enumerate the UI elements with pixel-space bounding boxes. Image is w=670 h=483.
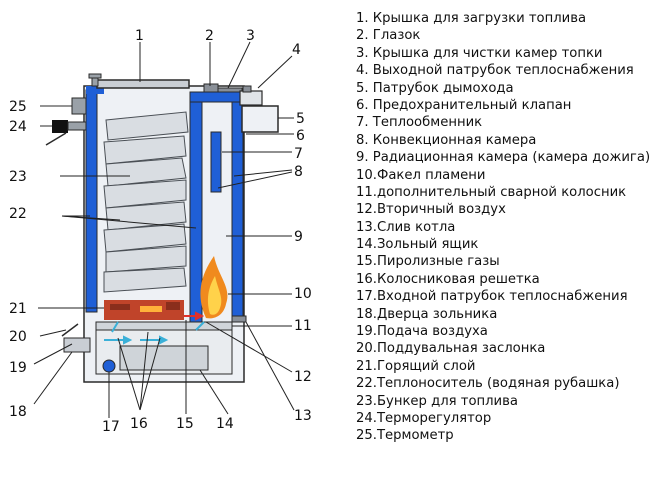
callout-17: 17 [102,419,120,435]
thermoregulator [40,120,87,146]
callout-labels: 1 2 3 4 5 6 7 8 9 10 11 12 13 14 15 16 1… [9,28,312,435]
callout-4: 4 [292,42,301,58]
legend-item: 21.Горящий слой [356,358,476,374]
legend-item: 17.Входной патрубок теплоснабжения [356,289,628,305]
water-jacket-top [86,86,104,94]
boiler-drain [231,315,247,323]
heat-exchanger-tube [210,131,222,193]
legend-item: 8. Конвекционная камера [356,132,537,148]
air-arrows [104,311,205,345]
callout-7: 7 [294,146,303,162]
callout-12: 12 [294,369,312,385]
legend-item: 7. Теплообменник [356,115,483,131]
ash-door [61,323,91,353]
legend-item: 2. Глазок [356,28,421,44]
legend-item: 19.Подача воздуха [356,324,488,340]
water-jacket-left [85,89,98,313]
callout-21: 21 [9,301,27,317]
callout-11: 11 [294,318,312,334]
callout-3: 3 [246,28,255,44]
callout-18: 18 [9,404,27,420]
loading-lid [88,73,190,89]
callout-23: 23 [9,169,27,185]
callout-15: 15 [176,416,194,432]
legend-item: 23.Бункер для топлива [356,393,518,409]
callout-16: 16 [130,416,148,432]
leader-lines [33,41,295,418]
callout-24: 24 [9,119,27,135]
legend-item: 18.Дверца зольника [356,306,498,322]
legend-item: 3. Крышка для чистки камер топки [356,45,603,61]
fuel-wood [103,111,189,293]
callout-5: 5 [296,111,305,127]
callout-8: 8 [294,164,303,180]
callout-6: 6 [296,128,305,144]
thermometer [40,97,87,115]
legend-item: 14.Зольный ящик [356,237,479,253]
legend-item: 12.Вторичный воздух [356,202,506,218]
flame [200,256,228,319]
legend-item: 22.Теплоноситель (водяная рубашка) [356,376,620,392]
top-fittings [203,83,263,106]
callout-1: 1 [135,28,144,44]
callout-22: 22 [9,206,27,222]
legend-item: 24.Терморегулятор [356,410,492,426]
callout-13: 13 [294,408,312,424]
grate-and-ashpan [95,321,233,375]
burning-layer [104,300,184,320]
chimney-pipe [241,105,279,133]
callout-10: 10 [294,286,312,302]
legend-item: 9. Радиационная камера (камера дожига) [356,150,651,166]
legend-item: 4. Выходной патрубок теплоснабжения [356,63,634,79]
heat-exchanger-wall [189,99,203,323]
legend-item: 10.Факел пламени [356,167,486,183]
callout-9: 9 [294,229,303,245]
legend-item: 16.Колосниковая решетка [356,271,540,287]
callout-14: 14 [216,416,234,432]
legend-item: 1. Крышка для загрузки топлива [356,11,587,26]
legend-item: 20.Поддувальная заслонка [356,341,546,357]
inlet-pipe [102,359,116,373]
legend-list: 1. Крышка для загрузки топлива 2. Глазок… [356,10,650,445]
legend-item: 5. Патрубок дымохода [356,80,514,96]
callout-20: 20 [9,329,27,345]
legend-item: 15.Пиролизные газы [356,254,500,270]
legend-item: 6. Предохранительный клапан [356,97,572,113]
callout-19: 19 [9,360,27,376]
legend-item: 25.Термометр [356,428,454,444]
callout-25: 25 [9,99,27,115]
legend-item: 13.Слив котла [356,219,456,235]
callout-2: 2 [205,28,214,44]
ash-box [119,345,209,371]
legend-item: 11.дополнительный сварной колосник [356,184,627,200]
